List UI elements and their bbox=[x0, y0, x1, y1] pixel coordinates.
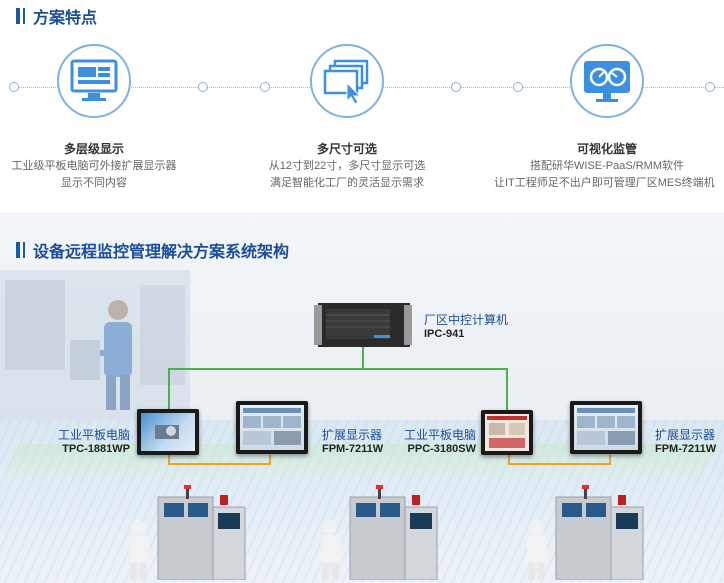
tpc-panel-pc bbox=[137, 409, 199, 455]
ppc-label: 工业平板电脑 PPC-3180SW bbox=[404, 428, 477, 455]
factory-worker-photo bbox=[0, 270, 190, 420]
feature-desc-line: 搭配研华WISE-PaaS/RMM软件 bbox=[529, 160, 684, 172]
mes-machine-station bbox=[120, 485, 250, 581]
stacked-screens-cursor-icon bbox=[310, 44, 384, 118]
feature-desc-line: 从12寸到22寸，多尺寸显示可选 bbox=[268, 160, 426, 172]
section-title: 设备远程监控管理解决方案系统架构 bbox=[33, 244, 290, 261]
display-wire bbox=[508, 455, 611, 465]
header-bar bbox=[16, 242, 20, 258]
timeline-dot bbox=[705, 82, 715, 92]
mes-machine-station bbox=[312, 485, 442, 581]
feature-title: 多尺寸可选 bbox=[316, 142, 377, 156]
timeline-dot bbox=[9, 82, 19, 92]
server-label: 厂区中控计算机 IPC-941 bbox=[424, 313, 509, 340]
tpc-label: 工业平板电脑 TPC-1881WP bbox=[58, 428, 131, 455]
fpm2-label: 扩展显示器 FPM-7211W bbox=[655, 428, 717, 455]
mes-machine-station bbox=[518, 485, 648, 581]
dashboard-monitor-icon bbox=[570, 44, 644, 118]
network-wire bbox=[168, 368, 508, 370]
section-title: 方案特点 bbox=[33, 10, 98, 27]
network-wire bbox=[362, 347, 364, 369]
header-bar bbox=[16, 8, 20, 24]
feature-desc-line: 让IT工程师足不出户即可管理厂区MES终端机 bbox=[494, 177, 715, 189]
fpm1-label: 扩展显示器 FPM-7211W bbox=[322, 428, 384, 455]
timeline-dot bbox=[260, 82, 270, 92]
multi-window-monitor-icon bbox=[57, 44, 131, 118]
industrial-pc-server bbox=[314, 303, 412, 347]
network-wire bbox=[506, 368, 508, 410]
feature-desc-line: 满足智能化工厂的灵活显示需求 bbox=[270, 177, 424, 189]
feature-title: 多层级显示 bbox=[63, 142, 124, 156]
section-header-features: 方案特点 bbox=[16, 4, 97, 28]
timeline-dot bbox=[513, 82, 523, 92]
fpm-display-1 bbox=[236, 401, 308, 454]
fpm-display-2 bbox=[570, 401, 642, 454]
network-wire bbox=[168, 368, 170, 410]
feature-desc-line: 工业级平板电脑可外接扩展显示器 bbox=[11, 160, 177, 172]
ppc-panel-pc bbox=[481, 410, 533, 455]
header-bar-thin bbox=[23, 8, 25, 24]
feature-title: 可视化监管 bbox=[576, 142, 637, 156]
display-wire bbox=[168, 455, 271, 465]
header-bar-thin bbox=[23, 242, 25, 258]
section-header-architecture: 设备远程监控管理解决方案系统架构 bbox=[16, 238, 289, 262]
timeline-dot bbox=[451, 82, 461, 92]
feature-desc-line: 显示不同内容 bbox=[61, 177, 127, 189]
timeline-dot bbox=[198, 82, 208, 92]
